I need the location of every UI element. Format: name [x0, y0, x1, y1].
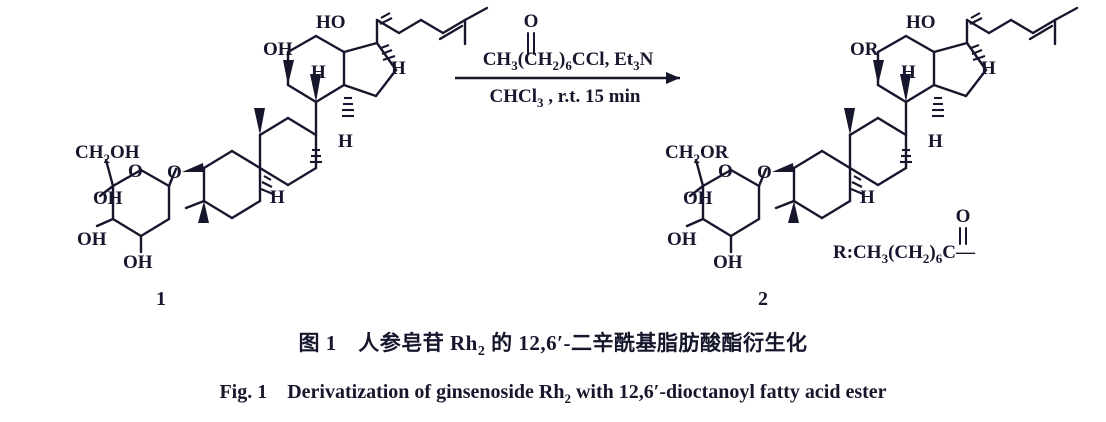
reactant-h-hash-c8 [342, 96, 354, 118]
reagent-carbonyl-oxygen: O [524, 11, 539, 32]
reactant-glycosidic-wedge [182, 163, 204, 172]
product-h-label-c5: H [860, 187, 875, 208]
product-h-label-c8: H [928, 131, 943, 152]
product-sugar-oh-2prime: OH [683, 188, 713, 209]
product-c4-methyl-b [774, 199, 796, 210]
caption-english-sub: 2 [564, 391, 571, 407]
reactant-c20-ho-label: HO [316, 12, 346, 33]
reactant-sugar-ring [95, 158, 178, 254]
product-ring-a [792, 149, 852, 220]
reactant-sugar-oh-2prime: OH [93, 188, 123, 209]
r-group-definition: O R:CH3(CH2)6C— [833, 206, 976, 266]
figure-caption: 图 1 人参皂苷 Rh2 的 12,6′-二辛酰基脂肪酸酯衍生化 Fig. 1 … [0, 328, 1106, 414]
product-sugar-ring-oxygen: O [718, 161, 733, 182]
product-h-hash-c17 [970, 44, 986, 61]
reactant-c12-oh-wedge [283, 60, 294, 85]
product-c10-methyl-wedge [844, 108, 855, 135]
product-ring-d [932, 41, 988, 98]
reactant-c12-oh-label: OH [263, 39, 293, 60]
caption-english: Fig. 1 Derivatization of ginsenoside Rh2… [0, 377, 1106, 414]
reaction-scheme: CH2OH O O OH OH OH [75, 6, 1079, 310]
product-h-hash-c9 [900, 148, 912, 164]
reactant-c10-methyl-wedge [254, 108, 265, 135]
product-sugar-ch2or-label: CH2OR [665, 142, 729, 166]
reactant-h-label-c8: H [338, 131, 353, 152]
reactant-h-hash-c17 [380, 44, 396, 61]
reaction-conditions: O CH3(CH2)6CCl, Et3N CHCl3 , r.t. 15 min [455, 11, 680, 110]
reactant-sugar-oh-4prime: OH [123, 252, 153, 273]
product-compound-label: 2 [758, 288, 768, 310]
reactant-h-label-c17: H [391, 58, 406, 79]
reactant-h-hash-c9 [310, 148, 322, 164]
caption-chinese-sub: 2 [477, 344, 486, 360]
reactant-sugar-ch2oh-label: CH2OH [75, 142, 140, 166]
product-glycosidic-oxygen: O [757, 162, 772, 183]
reactant-sugar-ring-oxygen: O [128, 161, 143, 182]
reactant-c8-methyl-wedge [310, 74, 321, 102]
reactant-structure: CH2OH O O OH OH OH [75, 6, 489, 310]
reactant-sugar-oh-3prime: OH [77, 229, 107, 250]
reaction-arrow-head [666, 72, 680, 84]
caption-english-post: with 12,6′-dioctanoyl fatty acid ester [570, 381, 887, 404]
product-sugar-oh-4prime: OH [713, 252, 743, 273]
r-group-carbonyl-oxygen: O [956, 206, 971, 227]
r-group-formula: R:CH3(CH2)6C— [833, 242, 976, 266]
reactant-h-hash-c5 [260, 175, 274, 195]
reactant-compound-label: 1 [156, 288, 166, 310]
product-c4-methyl-wedge-a [788, 201, 799, 223]
product-c8-methyl-wedge [900, 74, 911, 102]
reactant-ring-a [202, 149, 262, 220]
product-structure: CH2OR O O OH OH OH [665, 6, 1079, 310]
product-h-label-c9: H [901, 62, 916, 83]
product-c12-or-wedge [873, 60, 884, 85]
reactant-c4-methyl-wedge-a [198, 201, 209, 223]
reactant-ring-b [258, 116, 318, 187]
product-sugar-oh-3prime: OH [667, 229, 697, 250]
product-c12-or-label: OR [850, 39, 879, 60]
reactant-h-label-c9: H [311, 62, 326, 83]
reagents-label: CH3(CH2)6CCl, Et3N [483, 49, 654, 73]
product-h-label-c17: H [981, 58, 996, 79]
product-sugar-ring [685, 158, 768, 254]
caption-chinese: 图 1 人参皂苷 Rh2 的 12,6′-二辛酰基脂肪酸酯衍生化 [0, 328, 1106, 367]
reactant-c4-methyl-b [184, 199, 206, 210]
reactant-h-label-c5: H [270, 187, 285, 208]
caption-chinese-pre: 图 1 人参皂苷 Rh [298, 331, 478, 355]
conditions-label: CHCl3 , r.t. 15 min [490, 86, 641, 110]
product-c20-ho-label: HO [906, 12, 936, 33]
product-ring-b [848, 116, 908, 187]
caption-english-pre: Fig. 1 Derivatization of ginsenoside Rh [219, 381, 565, 404]
reactant-side-chain [375, 6, 489, 46]
product-h-hash-c5 [850, 175, 864, 195]
product-h-hash-c8 [932, 96, 944, 118]
reactant-glycosidic-oxygen: O [167, 162, 182, 183]
product-glycosidic-wedge [772, 163, 794, 172]
caption-chinese-post: 的 12,6′-二辛酰基脂肪酸酯衍生化 [485, 331, 808, 355]
reactant-ring-d [342, 41, 398, 98]
product-side-chain [965, 6, 1079, 46]
